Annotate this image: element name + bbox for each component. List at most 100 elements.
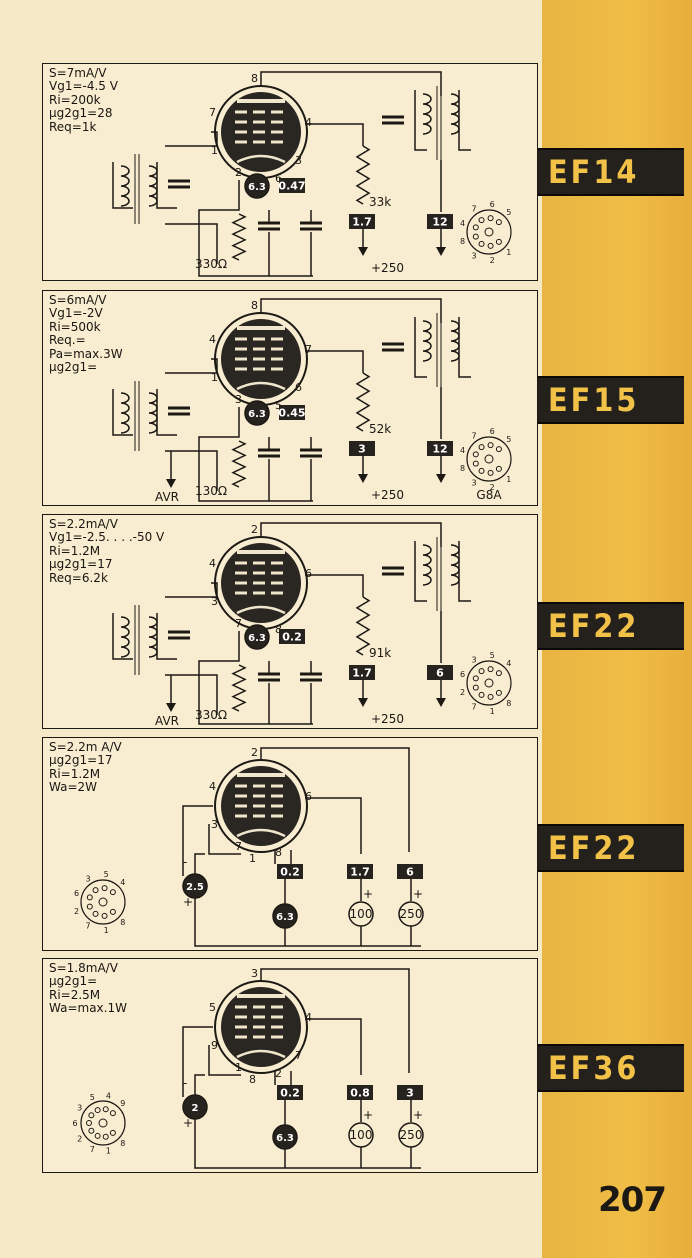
spec-line: S=2.2m A/V	[49, 740, 122, 754]
pin-label: 7	[235, 840, 242, 853]
tube-cathode	[236, 605, 286, 615]
spec-line: Vg1=-2V	[49, 306, 103, 321]
supply-value: 6.3	[248, 182, 266, 193]
supply-value: 2.5	[186, 882, 204, 893]
polarity-plus: +	[363, 1108, 373, 1122]
supply-value: 250	[400, 907, 423, 921]
base-pin	[495, 238, 502, 245]
tube-cathode	[236, 154, 286, 164]
heater-wire	[274, 1071, 292, 1128]
spec-line: Vg1=-2.5. . . .-50 V	[49, 530, 165, 545]
base-pin-label: 2	[490, 256, 495, 265]
circuit-panel-ef22-a: S=2.2mA/V Vg1=-2.5. . . .-50 V Ri=1.2M μ…	[42, 514, 538, 729]
meter-value: 6	[436, 667, 444, 680]
capacitor	[258, 448, 280, 458]
base-pin	[94, 1107, 101, 1114]
base-pin	[495, 670, 502, 677]
spec-line: Req.=	[49, 333, 86, 348]
pin-label: 3	[211, 818, 218, 831]
base-pin-label: 5	[506, 435, 511, 444]
input-winding	[112, 613, 177, 660]
tube-label: EF22	[548, 829, 640, 867]
supply-circle	[244, 624, 270, 650]
base-pin-label: 8	[120, 918, 125, 927]
base-pin	[495, 219, 502, 226]
spec-list: S=7mA/V Vg1=-4.5 V Ri=200k μg2g1=28 Req=…	[49, 66, 118, 134]
screen-lead	[305, 1018, 362, 1075]
base-pin	[101, 912, 108, 919]
spec-line: S=6mA/V	[49, 293, 107, 307]
base-pin-label: 7	[86, 922, 91, 931]
spec-line: S=1.8mA/V	[49, 961, 118, 975]
base-pin	[487, 469, 494, 476]
capacitor	[258, 221, 280, 231]
meter-value: 0.2	[282, 631, 302, 644]
coil	[120, 165, 130, 207]
base-pin	[102, 1133, 109, 1140]
arrow	[358, 474, 368, 483]
base-pin-label: 7	[472, 204, 477, 213]
base-pin	[472, 684, 479, 691]
tube-base	[80, 879, 126, 925]
capacitor	[300, 221, 322, 231]
schematic: 847132561252k3+250130Ω6.30.45AVR56748321…	[112, 298, 512, 504]
supply-value: 6.3	[248, 409, 266, 420]
base-pin-label: 3	[86, 874, 91, 883]
resistor-value: 330Ω	[195, 257, 227, 271]
base-pin	[472, 233, 479, 240]
supply-value: 250	[400, 1128, 423, 1142]
base-pin	[487, 666, 494, 673]
base-pin-label: 4	[106, 1092, 111, 1101]
coil	[148, 616, 158, 658]
base-pin-label: 6	[490, 200, 495, 209]
base-pin-label: 1	[106, 1146, 111, 1155]
polarity-minus: -	[183, 855, 187, 869]
grid-lead	[182, 1026, 241, 1097]
pin-label: 4	[209, 333, 216, 346]
resistor	[355, 596, 371, 656]
tube-cathode	[236, 1049, 286, 1059]
meter-box	[427, 665, 453, 680]
input-winding	[112, 162, 177, 209]
pin-label: 6	[295, 381, 302, 394]
pin-label: 2	[251, 746, 258, 759]
base-pin	[487, 442, 494, 449]
tube-cathode	[236, 828, 286, 838]
capacitor	[168, 179, 190, 189]
base-pin-label: 2	[74, 907, 79, 916]
capacitor	[168, 630, 190, 640]
base-pin-label: 6	[74, 889, 79, 898]
base-pin-label: 8	[120, 1139, 125, 1148]
base-pin-label: 9	[120, 1099, 125, 1108]
cathode-lead	[198, 180, 313, 277]
transformer-core	[436, 313, 442, 387]
pin-label: 3	[211, 595, 218, 608]
base-pin-label: 7	[472, 703, 477, 712]
avr-label: AVR	[155, 714, 179, 728]
circuit-panel-ef15: S=6mA/V Vg1=-2V Ri=500k Req.= Pa=max.3W …	[42, 290, 538, 506]
resistor-value: 130Ω	[195, 484, 227, 498]
pin-label: 3	[251, 967, 258, 980]
input-winding	[112, 389, 177, 436]
pin-label: 3	[235, 393, 242, 406]
tube-cathode	[236, 381, 286, 391]
spec-line: Pa=max.3W	[49, 346, 123, 361]
transformer-core	[134, 381, 140, 451]
resistor	[355, 372, 371, 432]
pin-label: 6	[305, 567, 312, 580]
anode-lead	[260, 968, 410, 1073]
pin-label: 5	[275, 399, 282, 412]
base-pin-label: 3	[77, 1103, 82, 1112]
base-pin	[94, 1132, 101, 1139]
pin-label: 7	[235, 617, 242, 630]
base-pin-label: 4	[460, 446, 465, 455]
tube-tab-ef36: EF36	[536, 1044, 684, 1092]
transformer-core	[436, 86, 442, 160]
base-pin-label: 1	[506, 475, 511, 484]
base-pin	[472, 460, 479, 467]
coil	[422, 544, 432, 586]
pin-label: 6	[305, 790, 312, 803]
base-key	[484, 454, 494, 464]
tube-tab-ef22-a: EF22	[536, 602, 684, 650]
